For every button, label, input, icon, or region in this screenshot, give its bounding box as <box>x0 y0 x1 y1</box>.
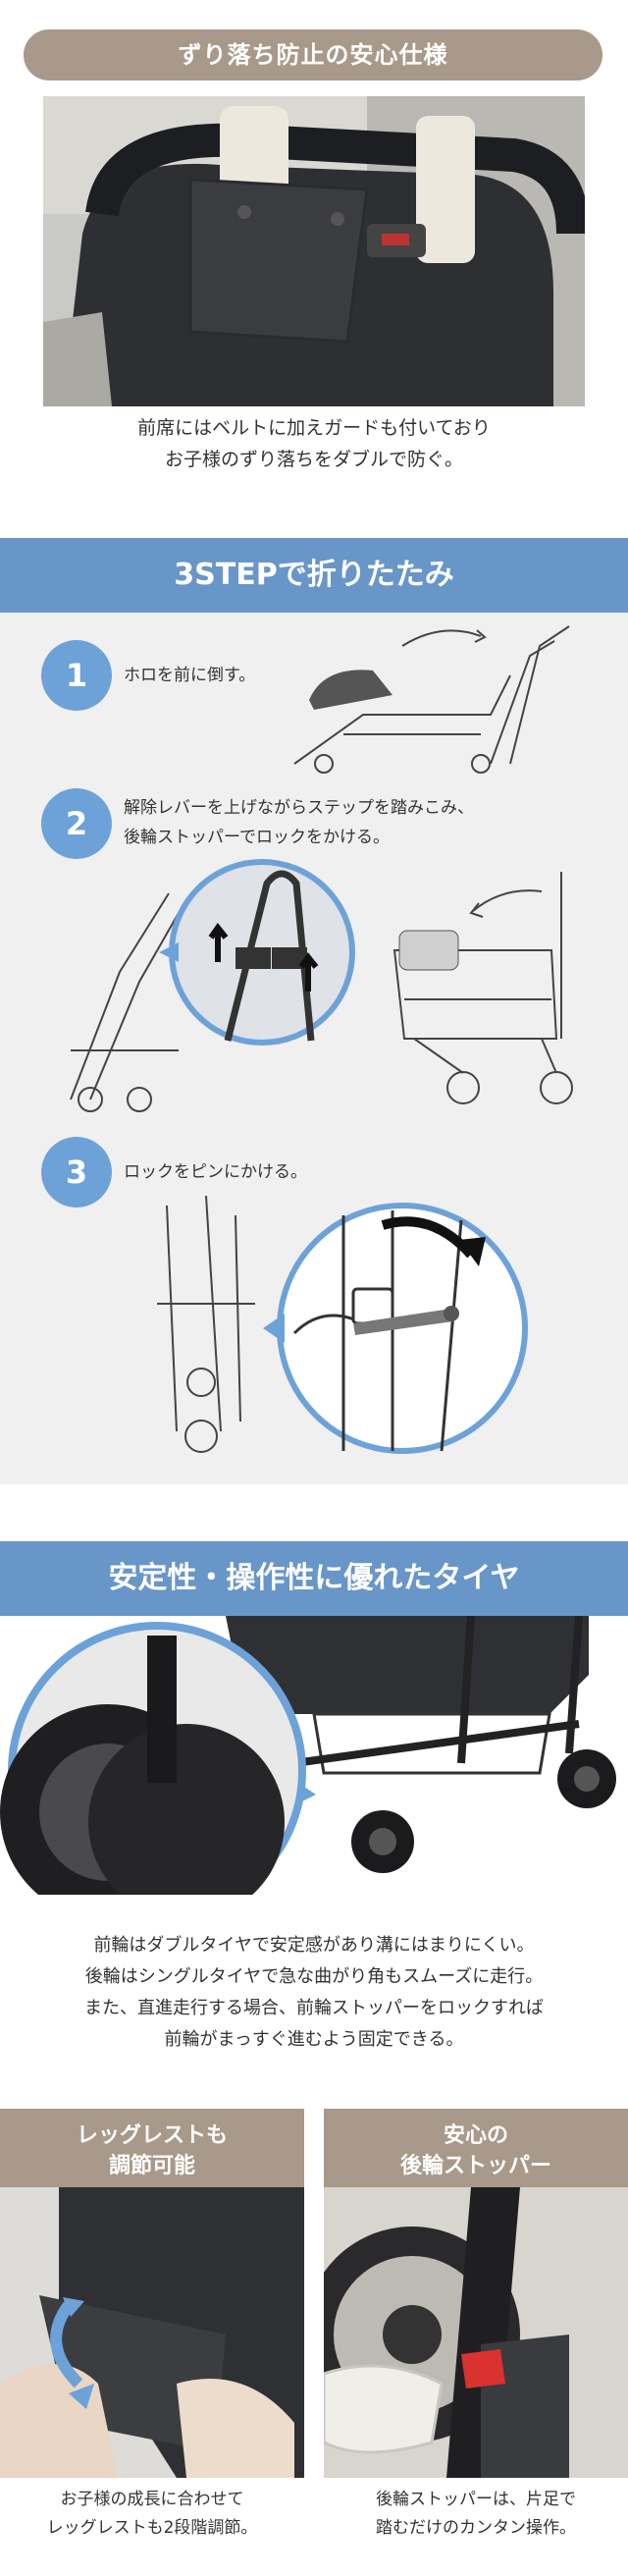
legrest-card-header: レッグレストも 調節可能 <box>0 2109 304 2187</box>
tires-photo <box>0 1616 628 1895</box>
step-2-illustration-left <box>61 854 375 1129</box>
tires-caption-line3: また、直進走行する場合、前輪ストッパーをロックすれば <box>84 1998 544 2018</box>
rear-stopper-header-line1: 安心の <box>443 2123 508 2148</box>
step-3-illustration <box>147 1186 540 1471</box>
rear-stopper-caption-line2: 踏むだけのカンタン操作。 <box>376 2518 576 2538</box>
section-title-folding: 3STEPで折りたたみ <box>0 538 628 613</box>
legrest-header-line1: レッグレストも <box>76 2123 228 2148</box>
rear-stopper-caption-line1: 後輪ストッパーは、片足で <box>376 2490 576 2509</box>
tires-caption-line4: 前輪がまっすぐ進むよう固定できる。 <box>164 2029 464 2050</box>
legrest-header-line2: 調節可能 <box>108 2154 195 2178</box>
step-2-text-line1: 解除レバーを上げながらステップを踏みこみ、 <box>124 798 474 818</box>
section-title-tires: 安定性・操作性に優れたタイヤ <box>0 1541 628 1616</box>
step-3-text: ロックをピンにかける。 <box>124 1162 307 1182</box>
step-3-badge: 3 <box>41 1137 112 1208</box>
anti-slip-caption-line2: お子様のずり落ちをダブルで防ぐ。 <box>164 449 463 470</box>
tires-caption-line2: 後輪はシングルタイヤで急な曲がり角もスムーズに走行。 <box>84 1966 544 1987</box>
guard-bar-photo <box>43 96 585 406</box>
step-1-illustration <box>285 617 579 774</box>
step-2-text-line2: 後輪ストッパーでロックをかける。 <box>124 828 390 847</box>
legrest-caption-line1: お子様の成長に合わせて <box>60 2490 244 2509</box>
section-title-anti-slip: ずり落ち防止の安心仕様 <box>24 29 602 80</box>
anti-slip-caption-line1: 前席にはベルトに加えガードも付いており <box>137 417 491 439</box>
legrest-photo <box>0 2187 304 2478</box>
rear-stopper-photo <box>324 2187 628 2478</box>
step-2-badge: 2 <box>41 788 112 859</box>
rear-stopper-card-header: 安心の 後輪ストッパー <box>324 2109 628 2187</box>
step-2-illustration-right <box>385 862 581 1117</box>
step-1-text: ホロを前に倒す。 <box>124 666 256 685</box>
step-1-badge: 1 <box>41 640 112 711</box>
legrest-caption-line2: レッグレストも2段階調節。 <box>46 2518 258 2538</box>
tires-caption-line1: 前輪はダブルタイヤで安定感があり溝にはまりにくい。 <box>93 1935 535 1956</box>
rear-stopper-header-line2: 後輪ストッパー <box>399 2154 551 2178</box>
